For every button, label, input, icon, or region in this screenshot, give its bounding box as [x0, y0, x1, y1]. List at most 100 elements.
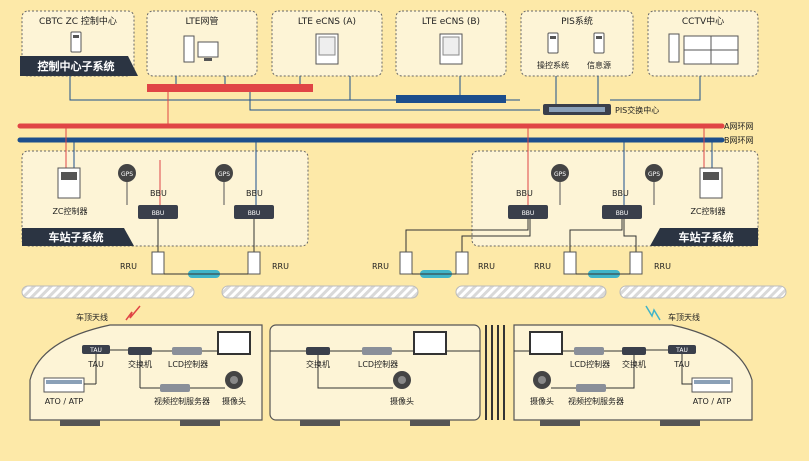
pis-source-icon — [593, 32, 605, 54]
camera-label: 摄像头 — [222, 396, 246, 406]
pis-ops-label: 操控系统 — [537, 60, 569, 70]
pis-ops-icon — [547, 32, 559, 54]
lte-mgmt-box: LTE网管 — [146, 10, 258, 77]
switch-icon — [622, 347, 646, 355]
signal-icon — [645, 305, 661, 321]
bbu-chip: BBU — [152, 210, 165, 217]
zc-label-right: ZC控制器 — [690, 206, 725, 216]
rru-device-icon — [455, 251, 469, 275]
video-wall-icon — [668, 33, 739, 65]
bbu-label: BBU — [246, 189, 263, 198]
pis-source-label: 信息源 — [587, 60, 611, 70]
atp-icon — [691, 377, 733, 393]
zc-controller-icon — [699, 167, 723, 199]
bbu-icon: BBU — [138, 205, 178, 219]
ecns-a-label: LTE eCNS (A) — [298, 17, 356, 27]
gps-icon: GPS — [215, 164, 233, 205]
rru-label: RRU — [654, 262, 671, 271]
tau-icon: TAU — [668, 345, 696, 354]
control-connections — [69, 76, 701, 111]
ring-b-label: B网环网 — [724, 136, 754, 145]
train: 车顶天线 车顶天线 TAU TAU 交换机 LCD控制器 视频控制服务器 摄像头… — [29, 305, 753, 426]
station-banner-right: 车站子系统 — [650, 228, 758, 246]
rru-device-icon — [247, 251, 261, 275]
gps-text: GPS — [218, 171, 230, 178]
tau-chip: TAU — [675, 347, 688, 354]
lcd-controller-icon — [362, 347, 392, 355]
signal-icon — [125, 305, 141, 321]
zc-label-left: ZC控制器 — [52, 206, 87, 216]
video-server-icon — [160, 384, 190, 392]
rru-label: RRU — [534, 262, 551, 271]
gps-icon: GPS — [551, 164, 569, 205]
rru-row: RRU RRU RRU RRU RRU RRU — [120, 251, 671, 278]
tau-chip: TAU — [89, 347, 102, 354]
cbtc-device-icon — [70, 31, 82, 53]
zc-controller-icon — [57, 167, 81, 199]
blue-control-bus — [396, 95, 506, 103]
station-right: BBU BBU GPS BBU BBU GPS ZC控制器 车站子系统 — [471, 126, 759, 247]
subsystem-banner: 控制中心子系统 — [20, 56, 138, 76]
switch-icon — [128, 347, 152, 355]
subsystem-banner-label: 控制中心子系统 — [38, 59, 115, 73]
rru-device-icon — [399, 251, 413, 275]
camera-label: 摄像头 — [390, 396, 414, 406]
lcd-label: LCD控制器 — [358, 359, 398, 369]
pis-switch-label: PIS交换中心 — [615, 105, 659, 115]
bbu-icon: BBU — [234, 205, 274, 219]
camera-icon — [533, 371, 551, 389]
computer-icon — [183, 35, 219, 63]
atp-icon — [43, 377, 85, 393]
server-b-icon — [439, 33, 463, 65]
tau-icon: TAU — [82, 345, 110, 354]
bbu-label: BBU — [612, 189, 629, 198]
server-a-icon — [315, 33, 339, 65]
cctv-box: CCTV中心 — [647, 10, 759, 77]
rru-device-icon — [629, 251, 643, 275]
pis-label: PIS系统 — [561, 15, 593, 27]
monitor-icon — [529, 331, 563, 355]
station-left: ZC控制器 GPS BBU BBU GPS BBU BBU 车站子系统 — [21, 126, 309, 247]
ring-a-label: A网环网 — [724, 122, 753, 131]
atp-label: ATO / ATP — [45, 397, 84, 406]
camera-label: 摄像头 — [530, 396, 554, 406]
gps-text: GPS — [121, 171, 133, 178]
gps-text: GPS — [648, 171, 660, 178]
gps-icon: GPS — [645, 164, 663, 205]
atp-label: ATO / ATP — [693, 397, 732, 406]
rru-label: RRU — [372, 262, 389, 271]
ecns-b-label: LTE eCNS (B) — [422, 17, 480, 27]
monitor-icon — [413, 331, 447, 355]
ring-networks: A网环网 B网环网 — [17, 92, 754, 145]
camera-icon — [393, 371, 411, 389]
bbu-icon: BBU — [508, 205, 548, 219]
rru-label: RRU — [478, 262, 495, 271]
leaky-cable-track — [21, 285, 787, 299]
video-server-label: 视频控制服务器 — [154, 396, 210, 406]
lcd-label: LCD控制器 — [168, 359, 208, 369]
ecns-a-box: LTE eCNS (A) — [271, 10, 383, 77]
lte-mgmt-label: LTE网管 — [186, 15, 219, 27]
lcd-controller-icon — [172, 347, 202, 355]
video-server-icon — [576, 384, 606, 392]
ecns-b-box: LTE eCNS (B) — [395, 10, 507, 77]
pis-box: PIS系统 操控系统 信息源 — [520, 10, 634, 77]
lcd-label: LCD控制器 — [570, 359, 610, 369]
bbu-chip: BBU — [522, 210, 535, 217]
camera-icon — [225, 371, 243, 389]
control-center-group: CBTC ZC 控制中心 控制中心子系统 LTE网管 LTE eCNS (A) — [20, 10, 759, 115]
red-control-bus — [147, 84, 313, 92]
antenna-label-right: 车顶天线 — [668, 312, 700, 322]
lcd-controller-icon — [574, 347, 604, 355]
monitor-icon — [217, 331, 251, 355]
rru-label: RRU — [272, 262, 289, 271]
gps-text: GPS — [554, 171, 566, 178]
cbtc-label: CBTC ZC 控制中心 — [39, 15, 117, 27]
antenna-label-left: 车顶天线 — [76, 312, 108, 322]
video-server-label: 视频控制服务器 — [568, 396, 624, 406]
station-banner-label: 车站子系统 — [679, 230, 734, 244]
station-banner-label: 车站子系统 — [49, 230, 104, 244]
gps-icon: GPS — [118, 164, 136, 205]
